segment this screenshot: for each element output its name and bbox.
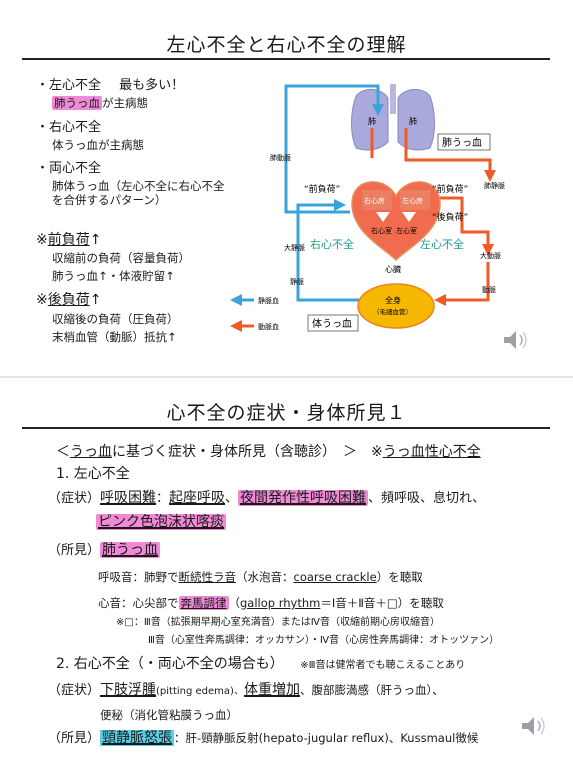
rv-label: 右心室	[371, 226, 392, 235]
afterload-line-1: 収縮後の負荷（圧負荷）	[52, 312, 179, 326]
preload-line-2: 肺うっ血↑・体液貯留↑	[52, 269, 175, 283]
body-label-2: （毛細血管）	[373, 307, 412, 316]
body-label-1: 全身	[385, 295, 401, 305]
title-underline	[22, 58, 550, 60]
lung-congestion-label: 肺うっ血	[442, 136, 482, 149]
right-hf-heading: ・右心不全	[36, 120, 102, 135]
afterload-heading: ※後負荷↑	[36, 292, 102, 308]
rhf-label: 右心不全	[310, 237, 354, 251]
afterload-line-2: 末梢血管（動脈）抵抗↑	[52, 330, 177, 344]
body-congestion-label: 体うっ血	[312, 317, 352, 330]
right-hf-symptoms: （症状）下肢浮腫(pitting edema)、体重増加、腹部膨満感（肝うっ血）…	[48, 682, 444, 698]
left-hf-sub: 肺うっ血が主病態	[52, 96, 148, 110]
section-right-hf: 2. 右心不全（・両心不全の場合も） ※Ⅲ音は健常者でも聴こえることあり	[56, 656, 466, 672]
slide-2: 心不全の症状・身体所見１ ＜うっ血に基づく症状・身体所見（含聴診） ＞ ※うっ血…	[0, 378, 573, 768]
both-hf-sub-1: 肺体うっ血（左心不全に右心不全	[52, 179, 225, 193]
aorta-label: 大動脈	[480, 251, 501, 260]
preload-right-label: “前負荷”	[432, 183, 468, 195]
preload-heading: ※前負荷↑	[36, 232, 102, 248]
heart-label: 心臓	[385, 264, 401, 274]
heart-icon	[351, 181, 441, 262]
right-hf-findings: （所見）頸静脈怒張：肝-頸静脈反射(hepato-jugular reflux)…	[48, 730, 479, 746]
slide-1-title: 左心不全と右心不全の理解	[166, 34, 407, 56]
preload-left-label: “前負荷”	[304, 183, 340, 195]
breath-sound: 呼吸音：肺野で断続性ラ音（水泡音：coarse crackle）を聴取	[98, 570, 423, 584]
left-hf-symptoms: （症状）呼吸困難：起座呼吸、夜間発作性呼吸困難、頻呼吸、息切れ、	[48, 490, 486, 506]
section-left-hf: 1. 左心不全	[56, 466, 130, 482]
ra-label: 右心房	[364, 196, 385, 205]
afterload-label: “後負荷”	[432, 211, 468, 223]
both-hf-sub-2: を合併するパターン）	[52, 193, 167, 207]
vein-label: 静脈	[290, 277, 304, 286]
legend-artery-label: 動脈血	[258, 322, 279, 331]
note-1: ※□：Ⅲ音（拡張期早期心室充満音）またはⅣ音（収縮前期心房収縮音）	[116, 617, 440, 628]
slide-divider	[0, 376, 573, 378]
la-label: 左心房	[402, 196, 423, 205]
note-2: Ⅲ音（心室性奔馬調律：オッカサン）・Ⅳ音（心房性奔馬調律：オトッツァン）	[148, 635, 500, 646]
title-underline-2	[22, 427, 550, 429]
lungs-icon	[351, 84, 435, 151]
lung-left-label: 肺	[368, 117, 376, 126]
lv-label: 左心室	[396, 226, 417, 235]
preload-line-1: 収縮前の負荷（容量負荷）	[52, 251, 190, 265]
speaker-icon[interactable]	[502, 328, 530, 352]
legend-vein-label: 静脈血	[258, 296, 279, 305]
vena-cava-label: 大静脈	[284, 243, 305, 252]
subtitle: ＜うっ血に基づく症状・身体所見（含聴診） ＞ ※うっ血性心不全	[56, 444, 481, 460]
heart-sound: 心音：心尖部で奔馬調律（gallop rhythm＝Ⅰ音＋Ⅱ音＋□）を聴取	[98, 596, 444, 610]
body-congestion-box	[307, 314, 359, 332]
lung-congestion-box	[437, 133, 491, 151]
pink-sputum: ピンク色泡沫状喀痰	[96, 514, 226, 530]
right-hf-sub: 体うっ血が主病態	[52, 138, 144, 152]
pulm-artery-label: 肺動脈	[270, 153, 291, 162]
slide-2-title: 心不全の症状・身体所見１	[166, 402, 407, 424]
left-hf-findings: （所見）肺うっ血	[48, 542, 161, 558]
pulm-vein-label: 肺静脈	[484, 181, 505, 190]
constipation: 便秘（消化管粘膜うっ血）	[100, 708, 238, 722]
speaker-icon-2[interactable]	[520, 714, 548, 738]
slide-1: 左心不全と右心不全の理解 ・左心不全 最も多い！ 肺うっ血が主病態 ・右心不全 …	[0, 0, 573, 376]
artery-label: 動脈	[482, 285, 496, 294]
lhf-label: 左心不全	[420, 237, 464, 251]
circulation-diagram: 肺 肺 肺うっ血 右心房 左心房 右心室 左心室	[230, 84, 505, 332]
lung-right-label: 肺	[409, 117, 417, 126]
left-hf-heading: ・左心不全 最も多い！	[36, 78, 185, 93]
body-capillaries-icon	[357, 283, 435, 329]
both-hf-heading: ・両心不全	[36, 161, 102, 176]
